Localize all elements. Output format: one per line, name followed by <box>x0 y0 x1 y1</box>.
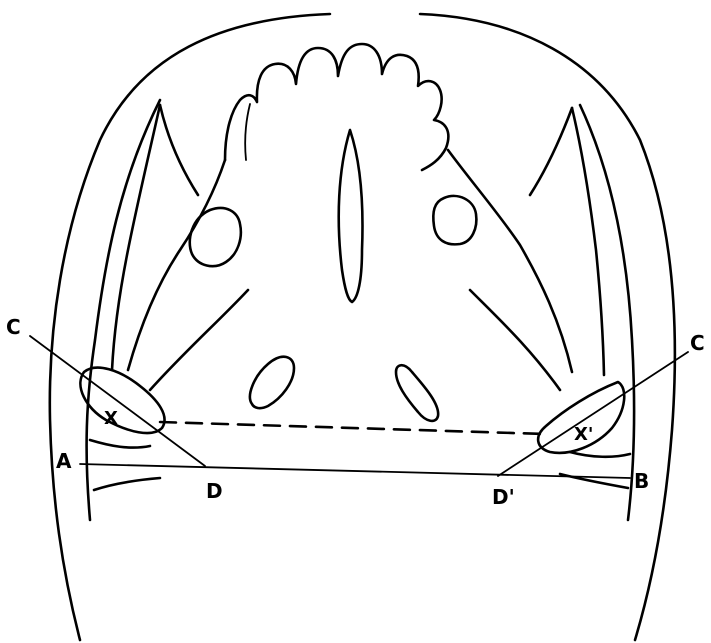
dentition <box>225 44 448 170</box>
left-oval-foramen <box>250 357 294 408</box>
central-ridge <box>339 130 363 302</box>
label-X: X <box>104 408 118 429</box>
label-A: A <box>56 449 72 473</box>
right-oval-foramen <box>396 365 438 421</box>
label-D-prime: D' <box>492 485 515 509</box>
line-A-B <box>80 464 630 478</box>
right-struts <box>448 108 604 390</box>
right-foramen <box>433 196 476 244</box>
label-C-left: C <box>6 315 21 339</box>
lower-arcs <box>90 440 630 490</box>
left-foramen <box>190 208 241 266</box>
left-condyle <box>80 368 164 433</box>
label-X-prime: X' <box>574 424 593 445</box>
label-D: D <box>206 479 223 503</box>
left-struts <box>112 105 248 390</box>
line-X-X-prime <box>160 422 545 434</box>
label-B: B <box>634 469 649 493</box>
label-C-right: C <box>690 331 705 355</box>
